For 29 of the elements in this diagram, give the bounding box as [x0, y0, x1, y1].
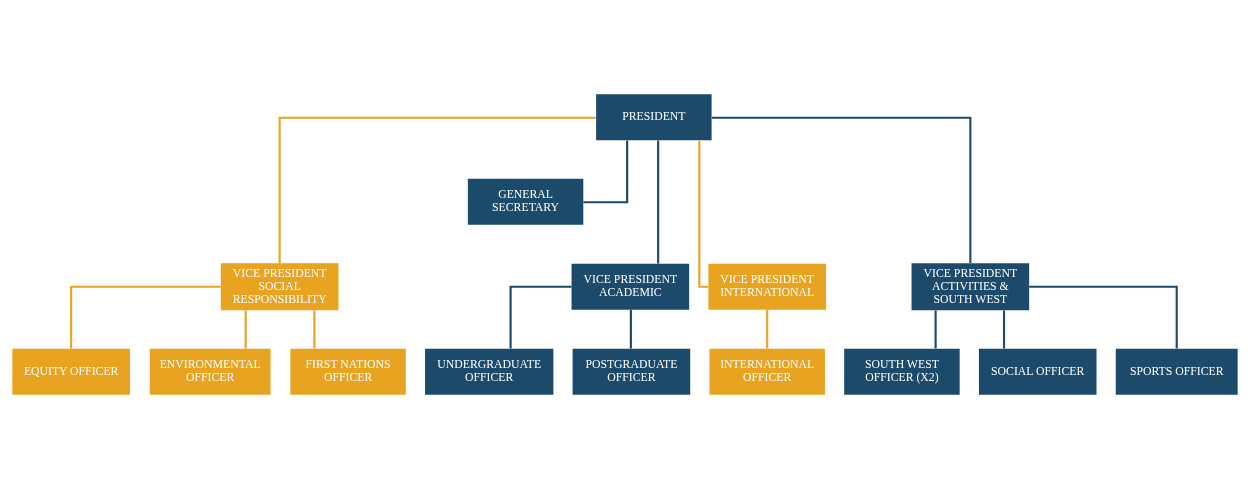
connector [509, 285, 572, 349]
node-box: GENERAL SECRETARY [467, 178, 584, 225]
node-box: FIRST NATIONS OFFICER [290, 348, 406, 395]
node-box: UNDERGRADUATE OFFICER [425, 348, 554, 395]
connector [583, 140, 629, 204]
connector [313, 310, 316, 349]
node-box: INTERNATIONAL OFFICER [709, 348, 825, 395]
connector [766, 309, 769, 349]
connector [711, 116, 972, 263]
connector [629, 309, 632, 349]
connector [1029, 285, 1178, 349]
node-box: PRESIDENT [596, 94, 712, 141]
connector [70, 285, 221, 349]
node-box: EQUITY OFFICER [12, 348, 130, 395]
node-box: POSTGRADUATE OFFICER [572, 348, 691, 395]
connector [1002, 310, 1006, 349]
node-box: SPORTS OFFICER [1115, 348, 1238, 395]
connector [657, 140, 660, 264]
node-box: SOUTH WEST OFFICER (X2) [844, 348, 960, 395]
node-box: ENVIRONMENTAL OFFICER [149, 348, 271, 395]
node-box: VICE PRESIDENT SOCIAL RESPONSIBILITY [220, 263, 339, 311]
connector [244, 310, 247, 349]
connector [698, 140, 709, 288]
connector [934, 310, 937, 349]
node-box: VICE PRESIDENT ACADEMIC [571, 263, 690, 310]
node-box: VICE PRESIDENT INTERNATIONAL [708, 263, 826, 310]
node-box: VICE PRESIDENT ACTIVITIES & SOUTH WEST [911, 263, 1030, 311]
node-box: SOCIAL OFFICER [978, 348, 1097, 395]
connector [278, 116, 596, 263]
